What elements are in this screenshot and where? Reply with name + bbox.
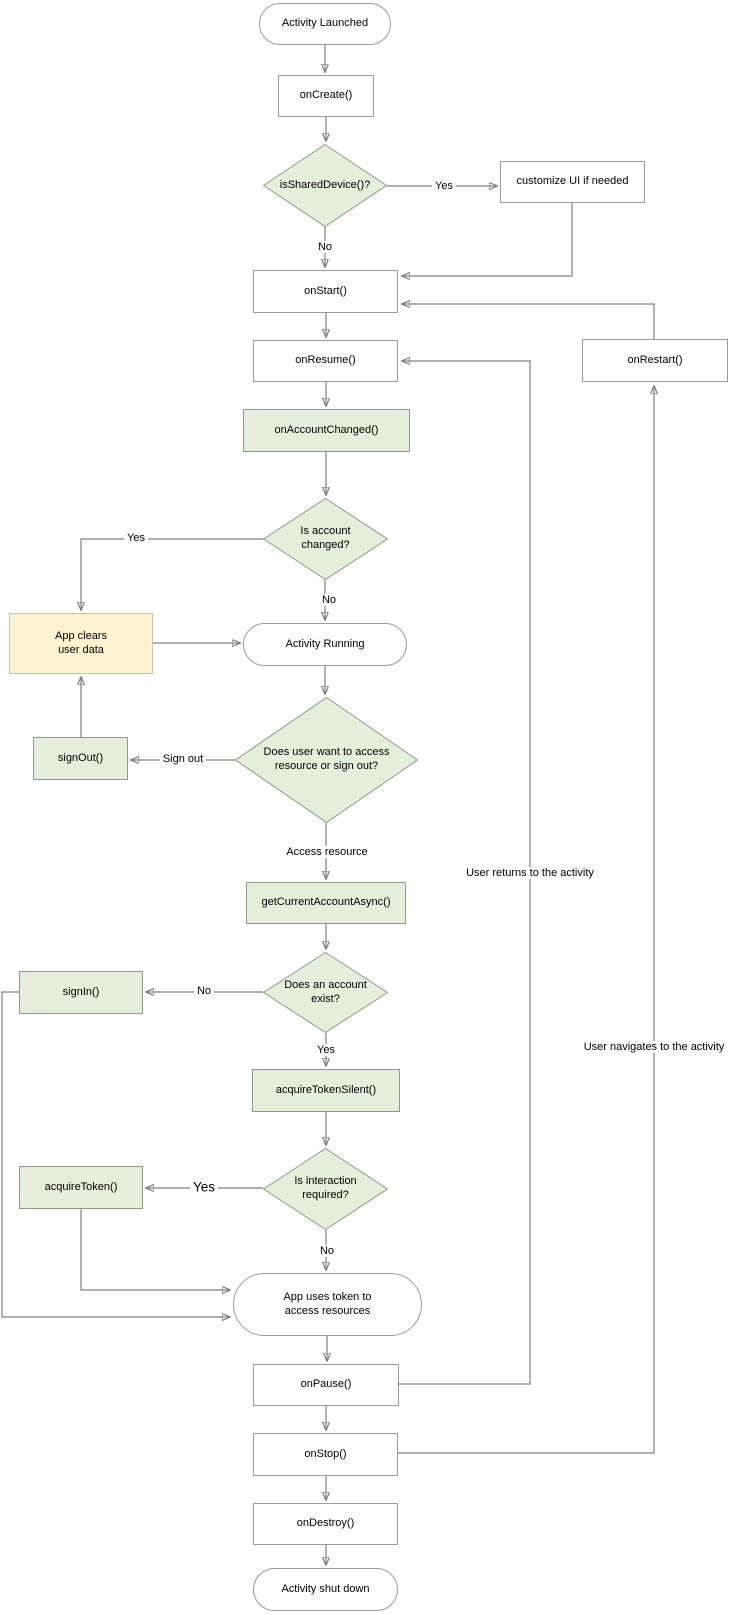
node-customize-ui-label: customize UI if needed (516, 175, 629, 188)
node-signin-label: signIn() (62, 985, 100, 998)
node-ondestroy: onDestroy() (253, 1503, 398, 1545)
node-onstop: onStop() (253, 1433, 398, 1476)
node-oncreate: onCreate() (278, 75, 374, 117)
node-acquiretoken-label: acquireToken() (44, 1180, 118, 1193)
diamond-shape (263, 952, 388, 1033)
edge-customize-to-onstart (402, 203, 573, 276)
node-activity-shut-down: Activity shut down (253, 1568, 398, 1611)
node-onstart: onStart() (253, 270, 398, 313)
edge-signin-to-appusestoken (1, 991, 230, 1317)
node-doesuserwant: Does user want to access resource or sig… (235, 697, 418, 823)
edge-label-shared-no: No (314, 241, 336, 253)
edge-label-account-exist-no: No (193, 985, 215, 997)
node-isaccountchanged-label: Is account changed? (300, 525, 351, 551)
edge-label-user-returns: User returns to the activity (463, 867, 597, 879)
diamond-shape (263, 498, 388, 580)
diamond-shape (263, 144, 387, 227)
node-acquiretokensilent: acquireTokenSilent() (252, 1069, 400, 1112)
node-doesaccountexist: Does an account exist? (263, 952, 388, 1033)
diamond-shape (235, 697, 418, 823)
node-customize-ui: customize UI if needed (500, 161, 645, 203)
node-onresume: onResume() (253, 340, 398, 382)
edge-label-account-changed-no: No (318, 594, 340, 606)
node-onaccountchanged: onAccountChanged() (243, 409, 410, 452)
node-activity-running-label: Activity Running (285, 637, 365, 650)
node-onstart-label: onStart() (304, 284, 347, 297)
edge-label-sign-out: Sign out (159, 753, 207, 765)
node-app-uses-token: App uses token to access resources (233, 1273, 422, 1336)
node-onstop-label: onStop() (304, 1447, 347, 1460)
edge-onrestart-to-onstart (402, 304, 655, 339)
node-onpause: onPause() (253, 1364, 399, 1406)
node-app-uses-token-label: App uses token to access resources (283, 1290, 372, 1317)
node-app-clears-user-data-label: App clears user data (55, 629, 107, 656)
node-doesaccountexist-label: Does an account exist? (284, 978, 367, 1005)
node-onrestart: onRestart() (582, 339, 728, 382)
edge-onstop-to-onrestart (398, 386, 654, 1454)
node-ondestroy-label: onDestroy() (296, 1517, 355, 1530)
node-app-clears-user-data: App clears user data (9, 613, 153, 674)
edge-label-account-changed-yes: Yes (124, 532, 148, 544)
edge-label-shared-yes: Yes (432, 180, 456, 192)
node-activity-shut-down-label: Activity shut down (281, 1582, 370, 1595)
node-signout-label: signOut() (57, 751, 104, 764)
diamond-shape (263, 1148, 388, 1230)
edge-accountchanged-yes-to-appclears (81, 538, 263, 610)
node-signout: signOut() (33, 737, 128, 780)
edge-label-account-exist-yes: Yes (314, 1044, 338, 1056)
node-acquiretokensilent-label: acquireTokenSilent() (275, 1083, 377, 1096)
node-onaccountchanged-label: onAccountChanged() (274, 423, 379, 436)
node-isaccountchanged: Is account changed? (263, 498, 388, 580)
node-getcurrentaccountasync: getCurrentAccountAsync() (246, 882, 406, 924)
node-activity-running: Activity Running (243, 623, 407, 666)
node-getcurrentaccountasync-label: getCurrentAccountAsync() (261, 896, 391, 909)
node-acquiretoken: acquireToken() (19, 1166, 143, 1209)
node-onresume-label: onResume() (295, 354, 356, 367)
node-activity-launched: Activity Launched (259, 3, 391, 45)
node-isshareddevice: isSharedDevice()? (263, 144, 387, 227)
node-onpause-label: onPause() (300, 1378, 352, 1391)
edge-label-interaction-no: No (316, 1245, 338, 1257)
node-oncreate-label: onCreate() (299, 89, 353, 102)
node-doesuserwant-label: Does user want to access resource or sig… (263, 746, 390, 772)
edge-label-access-resource: Access resource (283, 846, 371, 858)
node-activity-launched-label: Activity Launched (281, 17, 369, 30)
node-isshareddevice-label: isSharedDevice()? (279, 178, 371, 191)
node-onrestart-label: onRestart() (627, 353, 683, 366)
edge-label-user-navigates: User navigates to the activity (580, 1041, 728, 1053)
node-isinteractionrequired-label: Is interaction required? (294, 1175, 357, 1201)
edge-label-interaction-yes: Yes (189, 1179, 219, 1195)
node-isinteractionrequired: Is interaction required? (263, 1148, 388, 1230)
edge-acquiretoken-to-appusestoken (80, 1209, 230, 1290)
node-signin: signIn() (19, 971, 143, 1014)
